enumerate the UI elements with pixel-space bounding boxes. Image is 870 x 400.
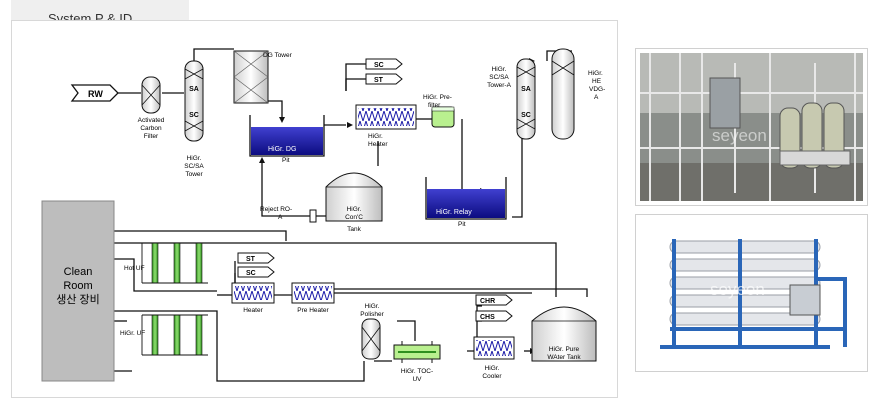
svg-text:Clean: Clean: [64, 266, 93, 278]
svg-text:ST: ST: [246, 256, 256, 263]
watermark-bottom: seyeon: [710, 280, 765, 299]
higr-uf: HiGr. UF: [120, 314, 208, 356]
rw-label: RW: [88, 89, 103, 99]
sc-sa-tower: SA SC HiGr. SC/SA Tower: [184, 60, 204, 178]
svg-text:HiGr.: HiGr.: [485, 365, 500, 372]
equipment-room-photo: seyeon: [635, 48, 868, 206]
svg-text:Tower-A: Tower-A: [487, 82, 512, 89]
svg-text:HiGr. DG: HiGr. DG: [268, 146, 296, 153]
svg-text:ST: ST: [374, 77, 384, 84]
heater-top-exchanger: HiGr. Heater: [355, 104, 417, 148]
svg-text:HiGr.: HiGr.: [187, 155, 202, 162]
svg-text:Heater: Heater: [243, 307, 263, 314]
svg-text:Hot UF: Hot UF: [124, 265, 145, 272]
tag-sc-bottom: SC: [237, 266, 275, 278]
ro-skid-photo: seyeon: [635, 214, 868, 372]
svg-text:Filter: Filter: [144, 133, 159, 140]
svg-text:CHS: CHS: [480, 314, 495, 321]
svg-text:Room: Room: [63, 280, 92, 292]
conc-tank: HiGr. Con'C Tank: [325, 172, 383, 233]
svg-text:SA: SA: [189, 86, 199, 93]
sc-sa-tower-a: SA SC HiGr. SC/SA Tower-A: [487, 58, 536, 140]
svg-text:SC/SA: SC/SA: [184, 163, 204, 170]
tag-st-top: ST: [365, 73, 403, 85]
dg-tower: DG Tower: [233, 50, 293, 104]
svg-text:WAter Tank: WAter Tank: [547, 354, 581, 361]
svg-text:Tower: Tower: [185, 171, 203, 178]
svg-text:Pit: Pit: [458, 221, 466, 228]
svg-text:DG Tower: DG Tower: [263, 52, 293, 59]
svg-text:HiGr. UF: HiGr. UF: [120, 330, 145, 337]
svg-text:HiGr. Relay: HiGr. Relay: [436, 209, 472, 216]
tag-sc-top: SC: [365, 58, 403, 70]
svg-text:filter: filter: [428, 102, 441, 109]
svg-text:Pit: Pit: [282, 157, 290, 164]
activated-carbon-filter: Activated Carbon Filter: [138, 76, 165, 140]
svg-text:Tank: Tank: [347, 226, 361, 233]
ro-skid-image: seyeon: [640, 219, 863, 367]
he-vdg-a: HiGr. HE VDG- A: [551, 48, 605, 140]
svg-text:Activated: Activated: [138, 117, 165, 124]
svg-text:CHR: CHR: [480, 298, 495, 305]
watermark-top: seyeon: [712, 126, 767, 145]
svg-text:HiGr.: HiGr.: [365, 303, 380, 310]
svg-text:SC: SC: [374, 62, 384, 69]
svg-text:Polisher: Polisher: [360, 311, 384, 318]
svg-text:SC: SC: [246, 270, 256, 277]
svg-text:HiGr. Pure: HiGr. Pure: [549, 346, 580, 353]
svg-text:SC: SC: [189, 112, 199, 119]
tag-chr: CHR: [475, 294, 513, 306]
cooler-exchanger: HiGr. Cooler: [473, 336, 515, 380]
svg-text:HE: HE: [592, 78, 602, 85]
pre-filter: HiGr. Pre- filter: [423, 94, 455, 128]
svg-text:생산 장비: 생산 장비: [56, 293, 100, 306]
svg-text:SC: SC: [521, 112, 531, 119]
svg-text:Heater: Heater: [368, 141, 388, 148]
svg-text:SC/SA: SC/SA: [489, 74, 509, 81]
svg-text:HiGr.: HiGr.: [492, 66, 507, 73]
svg-text:HiGr.: HiGr.: [347, 206, 362, 213]
svg-text:HiGr. TOC-: HiGr. TOC-: [401, 368, 433, 375]
pure-water-tank: HiGr. Pure WAter Tank: [531, 306, 597, 362]
toc-uv: HiGr. TOC- UV: [393, 341, 441, 383]
svg-text:VDG-: VDG-: [589, 86, 605, 93]
svg-text:Pre Heater: Pre Heater: [297, 307, 329, 314]
dg-pit: HiGr. DG Pit: [249, 115, 325, 164]
svg-text:A: A: [278, 214, 283, 221]
svg-text:SA: SA: [521, 86, 531, 93]
polisher: HiGr. Polisher: [360, 303, 385, 360]
svg-text:A: A: [594, 94, 599, 101]
tag-chs: CHS: [475, 310, 513, 322]
svg-text:UV: UV: [412, 376, 422, 383]
hot-uf: Hot UF: [124, 242, 208, 284]
rw-inlet: RW: [70, 84, 119, 102]
reject-ro-a: Reject RO- A: [260, 206, 317, 223]
equipment-room-image: seyeon: [640, 53, 863, 201]
svg-text:Carbon: Carbon: [140, 125, 162, 132]
svg-text:HiGr.: HiGr.: [368, 133, 383, 140]
svg-text:Con'C: Con'C: [345, 214, 363, 221]
relay-pit: HiGr. Relay Pit: [425, 177, 507, 228]
svg-text:Reject RO-: Reject RO-: [260, 206, 292, 213]
pre-heater-exchanger: Pre Heater: [291, 282, 335, 314]
heater-exchanger: Heater: [231, 282, 275, 314]
svg-text:HiGr. Pre-: HiGr. Pre-: [423, 94, 452, 101]
pid-diagram-svg: RW Activated Carbon Filter SA SC HiGr. S…: [41, 48, 605, 383]
clean-room: Clean Room 생산 장비: [41, 200, 115, 382]
pid-diagram: RW Activated Carbon Filter SA SC HiGr. S…: [11, 20, 618, 398]
tag-st-bottom: ST: [237, 252, 275, 264]
svg-text:HiGr.: HiGr.: [588, 70, 603, 77]
svg-text:Cooler: Cooler: [482, 373, 502, 380]
